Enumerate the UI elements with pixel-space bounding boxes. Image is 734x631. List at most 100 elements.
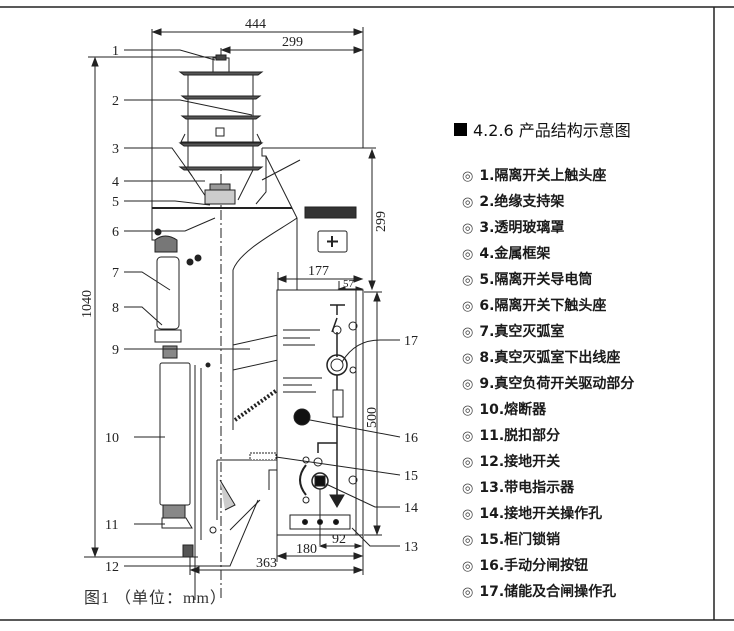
- circle-bullet-icon: ◎: [462, 481, 474, 496]
- legend-item: ◎ 8.真空灭弧室下出线座: [462, 345, 634, 371]
- circle-bullet-icon: ◎: [462, 455, 474, 470]
- callout-9: 9: [112, 343, 119, 358]
- figure-caption: 图1 （单位：mm）: [84, 590, 227, 607]
- legend-item-label: 7.真空灭弧室: [479, 324, 565, 340]
- legend-item-label: 15.柜门锁销: [479, 532, 561, 548]
- drive-mechanism: [205, 334, 279, 534]
- legend-item: ◎ 11.脱扣部分: [462, 423, 634, 449]
- circle-bullet-icon: ◎: [462, 273, 474, 288]
- legend-item: ◎ 16.手动分闸按钮: [462, 553, 634, 579]
- callout-14: 14: [404, 501, 418, 516]
- legend-item-label: 1.隔离开关上触头座: [479, 168, 607, 184]
- legend-item: ◎ 1.隔离开关上触头座: [462, 163, 634, 189]
- circle-bullet-icon: ◎: [462, 507, 474, 522]
- callout-7: 7: [112, 266, 119, 281]
- legend-item: ◎ 9.真空负荷开关驱动部分: [462, 371, 634, 397]
- circle-bullet-icon: ◎: [462, 169, 474, 184]
- dimension-444: 444: [151, 17, 364, 36]
- dimension-1040: 1040: [80, 56, 99, 558]
- callout-16: 16: [404, 431, 418, 446]
- insulator-support: [178, 54, 264, 205]
- circle-bullet-icon: ◎: [462, 351, 474, 366]
- dimension-177: 177: [276, 264, 364, 292]
- callout-11: 11: [105, 518, 118, 533]
- svg-text:500: 500: [365, 407, 380, 428]
- dimension-299-right: 299: [363, 147, 389, 291]
- dimension-363: 363: [189, 545, 364, 575]
- svg-text:1040: 1040: [80, 290, 95, 318]
- legend-item-label: 16.手动分闸按钮: [479, 558, 589, 574]
- dimension-500: 500: [364, 291, 382, 536]
- legend-item: ◎ 6.隔离开关下触头座: [462, 293, 634, 319]
- svg-text:180: 180: [296, 542, 317, 557]
- circle-bullet-icon: ◎: [462, 325, 474, 340]
- callout-4: 4: [112, 175, 119, 190]
- callout-13: 13: [404, 540, 418, 555]
- legend-item: ◎ 14.接地开关操作孔: [462, 501, 634, 527]
- fuse: [159, 362, 202, 600]
- front-panel: [276, 289, 364, 545]
- circle-bullet-icon: ◎: [462, 221, 474, 236]
- legend-item-label: 6.隔离开关下触头座: [479, 298, 607, 314]
- legend-item: ◎ 10.熔断器: [462, 397, 634, 423]
- circle-bullet-icon: ◎: [462, 377, 474, 392]
- svg-text:177: 177: [308, 264, 329, 279]
- dimension-299-top: 299: [220, 35, 364, 54]
- legend-item-label: 10.熔断器: [479, 402, 547, 418]
- dimension-180: 180: [276, 535, 364, 575]
- legend-item-label: 17.储能及合闸操作孔: [479, 584, 617, 600]
- legend-item: ◎ 7.真空灭弧室: [462, 319, 634, 345]
- callout-1: 1: [112, 44, 119, 59]
- circle-bullet-icon: ◎: [462, 299, 474, 314]
- legend-item: ◎ 2.绝缘支持架: [462, 189, 634, 215]
- circle-bullet-icon: ◎: [462, 403, 474, 418]
- legend-item-label: 9.真空负荷开关驱动部分: [479, 376, 635, 392]
- callout-labels: 1 2 3 4 5 6 7 8 9 10 11 12 13 14 15 16 1…: [105, 44, 418, 575]
- svg-text:92: 92: [332, 532, 346, 547]
- legend-item-label: 12.接地开关: [479, 454, 561, 470]
- legend-item-label: 5.隔离开关导电筒: [479, 272, 593, 288]
- dimension-92: 92: [318, 532, 363, 549]
- legend-item-label: 3.透明玻璃罩: [479, 220, 565, 236]
- callout-5: 5: [112, 195, 119, 210]
- circle-bullet-icon: ◎: [462, 585, 474, 600]
- legend-item-label: 13.带电指示器: [479, 480, 575, 496]
- legend-item-label: 8.真空灭弧室下出线座: [479, 350, 621, 366]
- legend-item-label: 2.绝缘支持架: [479, 194, 565, 210]
- circle-bullet-icon: ◎: [462, 533, 474, 548]
- leader-lines: [124, 49, 401, 567]
- callout-2: 2: [112, 94, 119, 109]
- legend-item: ◎ 13.带电指示器: [462, 475, 634, 501]
- svg-text:363: 363: [256, 556, 277, 571]
- legend-item: ◎ 12.接地开关: [462, 449, 634, 475]
- callout-17: 17: [404, 334, 418, 349]
- legend-item: ◎ 3.透明玻璃罩: [462, 215, 634, 241]
- circle-bullet-icon: ◎: [462, 247, 474, 262]
- legend-item-label: 11.脱扣部分: [479, 428, 561, 444]
- legend-item: ◎ 15.柜门锁销: [462, 527, 634, 553]
- legend-item: ◎ 5.隔离开关导电筒: [462, 267, 634, 293]
- svg-text:299: 299: [282, 35, 303, 50]
- callout-10: 10: [105, 431, 119, 446]
- legend-heading: 4.2.6 产品结构示意图: [454, 117, 631, 141]
- square-bullet-icon: [454, 122, 467, 136]
- callout-3: 3: [112, 142, 119, 157]
- svg-text:57: 57: [343, 278, 355, 290]
- callout-15: 15: [404, 469, 418, 484]
- metal-frame: [151, 147, 363, 430]
- legend-item: ◎ 4.金属框架: [462, 241, 634, 267]
- circle-bullet-icon: ◎: [462, 195, 474, 210]
- circle-bullet-icon: ◎: [462, 429, 474, 444]
- callout-6: 6: [112, 225, 119, 240]
- legend-item: ◎ 17.储能及合闸操作孔: [462, 579, 634, 605]
- callout-8: 8: [112, 301, 119, 316]
- legend-item-label: 14.接地开关操作孔: [479, 506, 603, 522]
- circle-bullet-icon: ◎: [462, 559, 474, 574]
- legend-list: ◎ 1.隔离开关上触头座 ◎ 2.绝缘支持架 ◎ 3.透明玻璃罩 ◎ 4.金属框架 ◎ 5.隔离开…: [462, 163, 634, 605]
- legend-title: 4.2.6 产品结构示意图: [473, 121, 631, 140]
- legend-item-label: 4.金属框架: [479, 246, 551, 262]
- callout-12: 12: [105, 560, 119, 575]
- vacuum-interrupter: [154, 235, 182, 359]
- svg-text:299: 299: [374, 211, 389, 232]
